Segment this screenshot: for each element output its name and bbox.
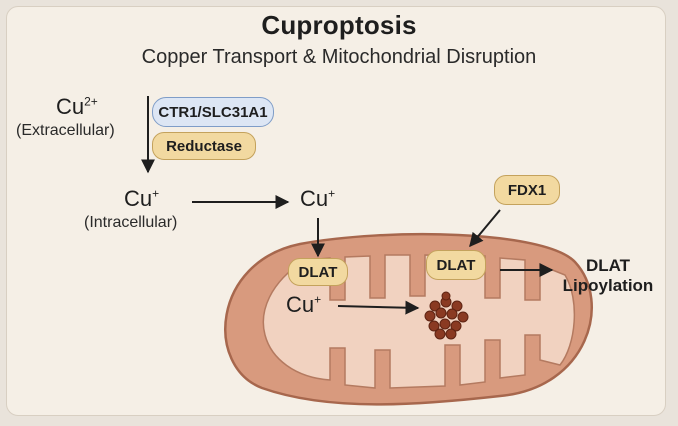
diagram-title: Cuproptosis	[261, 10, 417, 40]
cu2-charge: 2+	[84, 94, 98, 109]
fdx1-pill: FDX1	[494, 175, 560, 205]
extracellular-label: (Extracellular)	[16, 122, 115, 139]
cu2-label: Cu2+	[56, 94, 98, 120]
arrow-fdx1	[469, 209, 501, 248]
cu-cytosolic-label: Cu+	[300, 186, 335, 212]
cu-mitochondrial-label: Cu+	[286, 292, 321, 318]
cu-charge: +	[152, 186, 160, 201]
mitochondrion-cristae	[262, 254, 576, 389]
diagram-subtitle: Copper Transport & Mitochondrial Disrupt…	[141, 46, 537, 68]
reductase-pill: Reductase	[152, 132, 256, 160]
dlat-pill-right: DLAT	[426, 250, 486, 280]
dlat-lipoylation-line2: Lipoylation	[562, 276, 654, 295]
ctr1-pill: CTR1/SLC31A1	[152, 97, 274, 127]
cu-base: Cu	[300, 186, 329, 211]
intracellular-label: (Intracellular)	[84, 214, 178, 231]
cu-charge: +	[314, 292, 322, 307]
arrow-aggregation	[337, 300, 420, 315]
cu-base: Cu	[286, 292, 315, 317]
cu2-base: Cu	[56, 94, 85, 119]
dlat-lipoylation-line1: DLAT	[585, 256, 631, 275]
dlat-lipoylation-label: DLAT Lipoylation	[553, 256, 663, 296]
cu-intracellular-label: Cu+	[124, 186, 159, 212]
dlat-pill-left: DLAT	[288, 258, 348, 286]
cu-charge: +	[328, 186, 336, 201]
cu-base: Cu	[124, 186, 153, 211]
copper-aggregate	[424, 291, 469, 340]
